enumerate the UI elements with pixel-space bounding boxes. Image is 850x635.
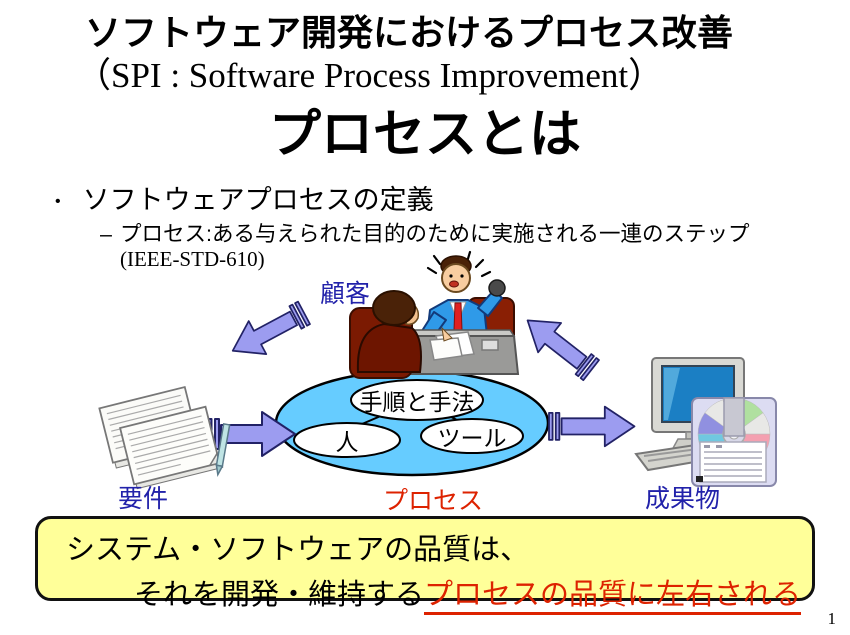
page-number: 1 (827, 609, 837, 628)
arrow-customer-to-requirements-icon (231, 300, 311, 355)
people-label: 人 (335, 429, 359, 455)
sub-bullet-marker: – (100, 222, 112, 247)
sub-bullet-item: – プロセス:ある与えられた目的のために実施される一連のステップ (IEEE-S… (100, 222, 850, 271)
documents-illustration (98, 385, 231, 490)
sub-bullet-body: プロセス:ある与えられた目的のために実施される一連のステップ (IEEE-STD… (120, 222, 749, 271)
methods-label: 手順と手法 (359, 389, 475, 415)
computer-illustration (634, 357, 777, 487)
banner-line2: それを開発・維持するプロセスの品質に左右される (134, 571, 812, 615)
quality-banner: システム・ソフトウェアの品質は、 それを開発・維持するプロセスの品質に左右される (35, 516, 815, 615)
sub-bullet-text: プロセス:ある与えられた目的のために実施される一連のステップ (119, 222, 750, 247)
banner-line2-prefix: それを開発・維持する (134, 579, 425, 611)
process-label: プロセス (383, 487, 484, 515)
process-diagram: 顧客 手順と手法 人 ツール 要件 プロセス 成果物 (0, 250, 850, 518)
slide-subtitle: （SPI : Software Process Improvement） (76, 56, 664, 95)
arrow-deliverables-to-customer-icon (526, 319, 600, 382)
requirements-label: 要件 (118, 485, 169, 513)
bullet-text: ソフトウェアプロセスの定義 (82, 185, 434, 216)
meeting-illustration (349, 250, 520, 379)
process-diagram-graphic (98, 250, 777, 490)
bullet-item: • ソフトウェアプロセスの定義 (55, 178, 850, 217)
tools-label: ツール (437, 425, 507, 451)
pen-icon (215, 423, 231, 477)
bullet-marker: • (55, 193, 61, 211)
process-ellipse (274, 369, 550, 477)
ieee-reference: (IEEE-STD-610) (119, 246, 265, 271)
customer-label: 顧客 (320, 280, 371, 308)
banner-line2-highlight: プロセスの品質に左右される (424, 579, 802, 615)
slide-title: ソフトウェア開発におけるプロセス改善 (85, 12, 734, 53)
arrow-process-to-deliverables-icon (548, 405, 636, 448)
page-title: プロセスとは (268, 106, 581, 164)
deliverables-label: 成果物 (645, 485, 721, 513)
banner-line1: システム・ソフトウェアの品質は、 (66, 534, 530, 566)
